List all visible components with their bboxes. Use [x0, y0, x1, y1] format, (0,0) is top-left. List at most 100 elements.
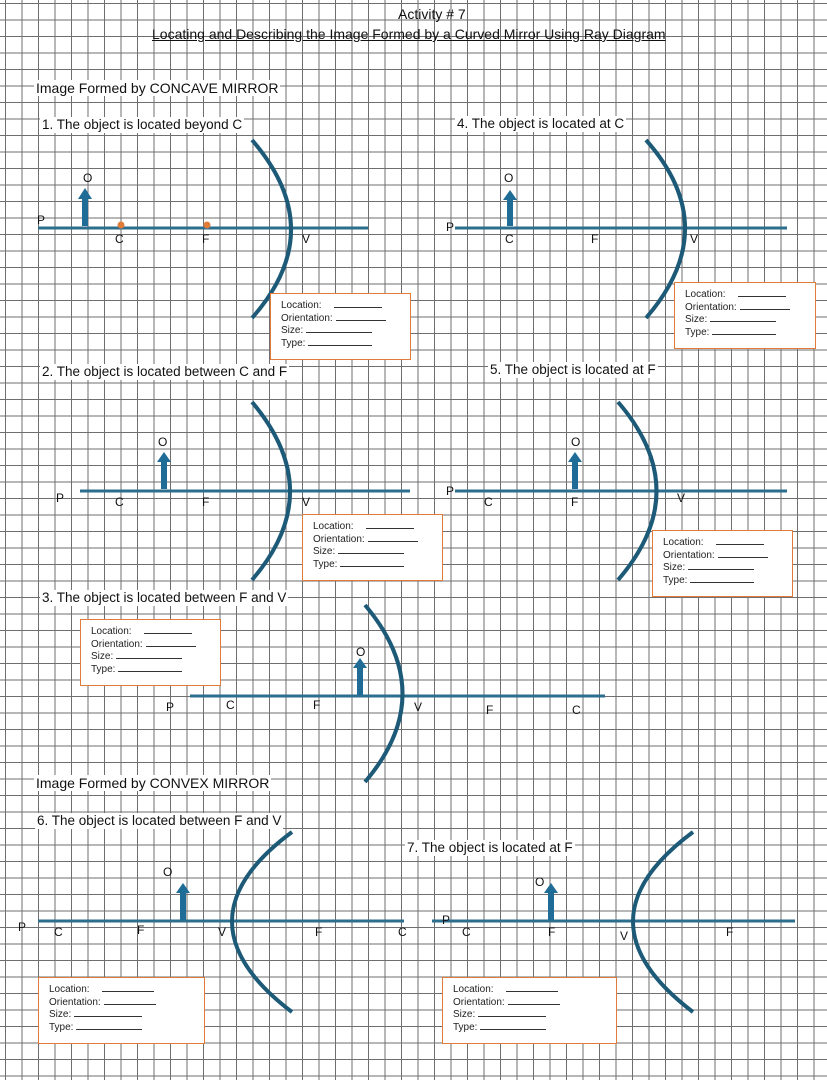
size-blank[interactable] — [710, 314, 777, 322]
location-blank[interactable] — [143, 626, 192, 634]
label-p: P — [166, 700, 175, 714]
focal-point-c-dot — [117, 221, 125, 229]
object-arrow — [572, 462, 578, 489]
case-3-title: 3. The object is located between F and V — [40, 590, 289, 606]
label-object: O — [504, 171, 514, 185]
label-p: P — [18, 920, 27, 934]
location-blank[interactable] — [365, 521, 414, 529]
case-7-title: 7. The object is located at F — [405, 840, 575, 856]
object-arrow-head — [353, 658, 367, 668]
location-blank[interactable] — [737, 289, 786, 297]
type-label: Type: — [49, 1021, 74, 1033]
location-blank[interactable] — [101, 984, 154, 992]
label-object: O — [535, 875, 545, 889]
type-blank[interactable] — [340, 559, 405, 567]
size-blank[interactable] — [338, 546, 405, 554]
object-arrow — [507, 200, 513, 226]
case-1-title: 1. The object is located beyond C — [40, 117, 245, 133]
size-blank[interactable] — [116, 651, 183, 659]
focal-point-f-dot — [203, 221, 211, 229]
location-label: Location: — [453, 984, 494, 995]
type-blank[interactable] — [712, 327, 777, 335]
orientation-blank[interactable] — [739, 302, 790, 310]
object-arrow-head — [544, 883, 558, 893]
object-arrow — [180, 893, 186, 920]
label-p: P — [37, 213, 46, 227]
label-c-virtual: C — [398, 925, 407, 939]
label-v: V — [302, 232, 311, 246]
orientation-label: Orientation: — [91, 638, 143, 650]
label-f: F — [313, 698, 321, 712]
label-c: C — [115, 232, 124, 246]
orientation-label: Orientation: — [313, 533, 365, 545]
size-blank[interactable] — [478, 1009, 547, 1017]
type-label: Type: — [663, 574, 688, 586]
label-f: F — [571, 495, 579, 509]
answer-box-case-4: Location: Orientation: Size: Type: — [674, 282, 816, 349]
label-p: P — [56, 491, 65, 505]
object-arrow-head — [157, 452, 171, 462]
orientation-blank[interactable] — [103, 997, 156, 1005]
answer-box-case-7: Location: Orientation: Size: Type: — [442, 977, 617, 1044]
object-arrow-head — [176, 883, 190, 893]
label-f: F — [591, 232, 599, 246]
size-label: Size: — [49, 1009, 72, 1020]
type-blank[interactable] — [480, 1022, 547, 1030]
answer-box-case-3: Location: Orientation: Size: Type: — [80, 619, 221, 686]
answer-box-case-2: Location: Orientation: Size: Type: — [302, 514, 443, 581]
case-6-title: 6. The object is located between F and V — [35, 813, 284, 829]
orientation-blank[interactable] — [507, 997, 560, 1005]
concave-mirror — [616, 400, 659, 582]
type-blank[interactable] — [76, 1022, 143, 1030]
activity-subtitle: Locating and Describing the Image Formed… — [152, 26, 666, 42]
location-label: Location: — [313, 521, 354, 532]
location-blank[interactable] — [715, 537, 764, 545]
size-blank[interactable] — [688, 562, 755, 570]
location-blank[interactable] — [333, 300, 382, 308]
concave-mirror — [644, 138, 687, 320]
location-label: Location: — [49, 984, 90, 995]
concave-mirror — [250, 138, 293, 320]
type-label: Type: — [685, 326, 710, 338]
concave-mirror — [363, 603, 405, 784]
label-c: C — [54, 925, 63, 939]
orientation-blank[interactable] — [145, 639, 196, 647]
orientation-label: Orientation: — [663, 549, 715, 561]
diagram-7 — [432, 830, 795, 1014]
type-label: Type: — [453, 1021, 478, 1033]
label-c-virtual: C — [572, 703, 581, 717]
label-object: O — [356, 645, 366, 659]
label-c: C — [462, 925, 471, 939]
type-blank[interactable] — [308, 338, 373, 346]
orientation-blank[interactable] — [335, 313, 386, 321]
label-p: P — [446, 220, 455, 234]
orientation-label: Orientation: — [453, 996, 505, 1008]
size-blank[interactable] — [74, 1009, 143, 1017]
type-label: Type: — [313, 558, 338, 570]
size-label: Size: — [91, 651, 114, 662]
location-label: Location: — [663, 537, 704, 548]
case-2-title: 2. The object is located between C and F — [40, 364, 290, 380]
label-f-virtual: F — [315, 925, 323, 939]
label-v: V — [218, 925, 227, 939]
diagram-5 — [455, 400, 787, 582]
size-blank[interactable] — [306, 325, 373, 333]
label-f: F — [202, 232, 210, 246]
label-p: P — [442, 913, 451, 927]
activity-title: Activity # 7 — [398, 6, 466, 22]
label-p: P — [446, 484, 455, 498]
label-f: F — [548, 925, 556, 939]
object-arrow — [357, 668, 363, 695]
orientation-blank[interactable] — [717, 550, 768, 558]
type-blank[interactable] — [690, 575, 755, 583]
object-arrow — [161, 462, 167, 489]
orientation-blank[interactable] — [367, 534, 418, 542]
label-object: O — [158, 435, 168, 449]
label-object: O — [83, 171, 93, 185]
size-label: Size: — [281, 325, 304, 336]
location-blank[interactable] — [505, 984, 558, 992]
size-label: Size: — [685, 314, 708, 325]
type-blank[interactable] — [118, 664, 183, 672]
size-label: Size: — [313, 546, 336, 557]
